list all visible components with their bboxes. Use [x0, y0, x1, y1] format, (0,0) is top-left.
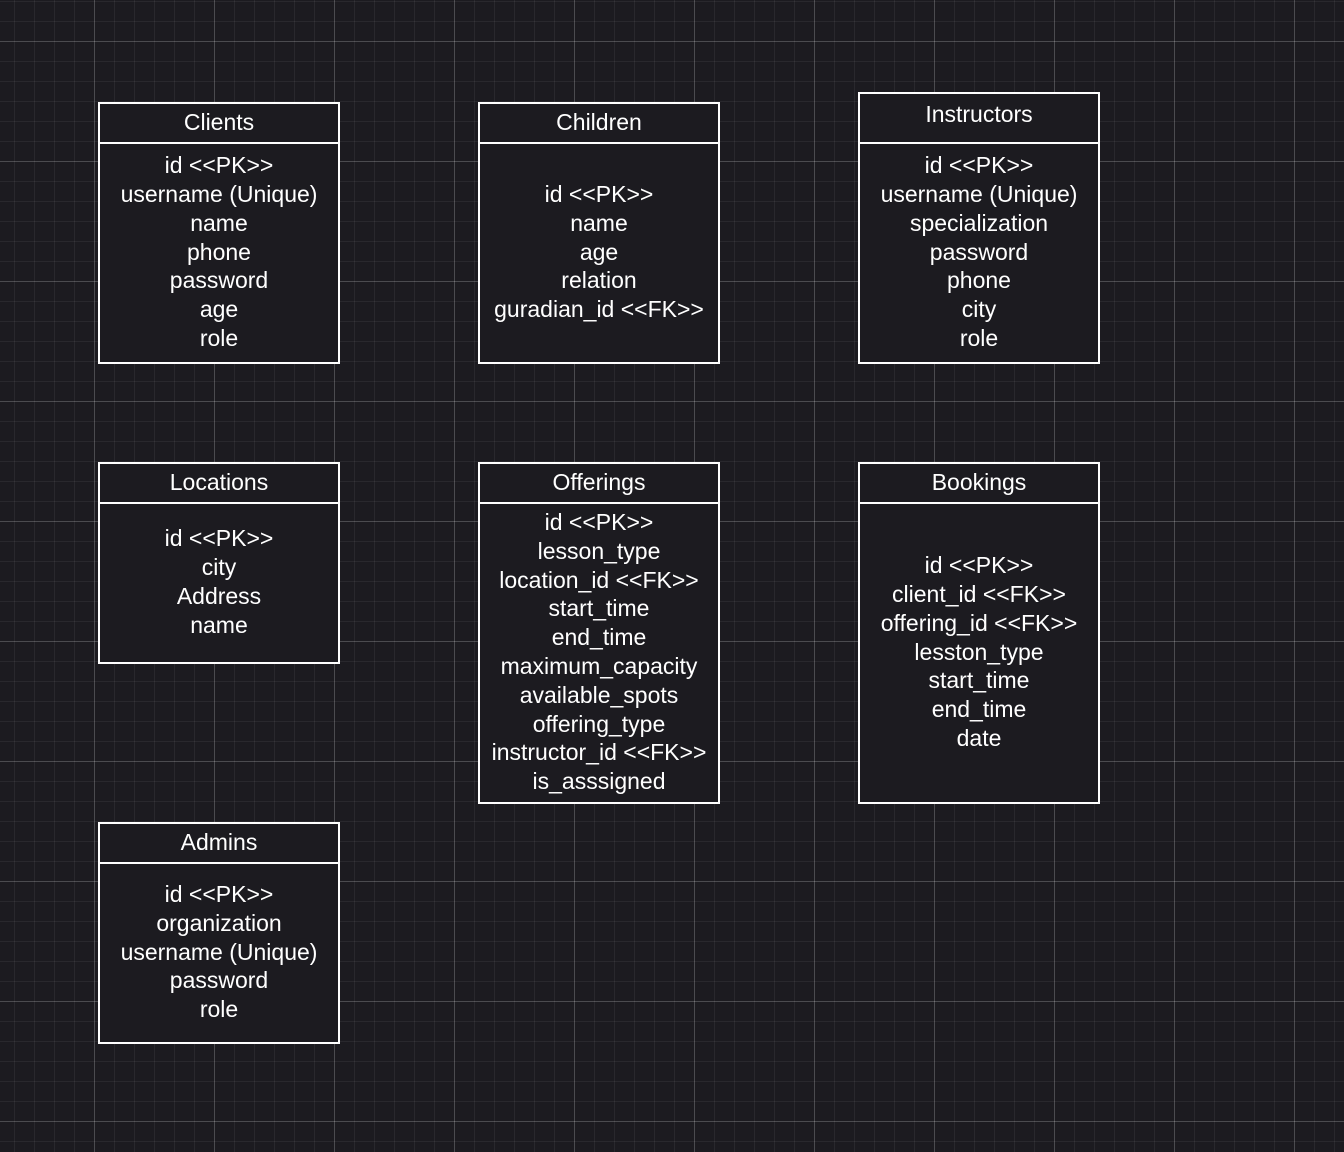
field-row: location_id <<FK>> — [499, 566, 699, 593]
field-row: date — [956, 724, 1002, 751]
field-row: start_time — [928, 667, 1030, 694]
entity-fields: id <<PK>> lesson_type location_id <<FK>>… — [480, 504, 718, 802]
field-row: phone — [187, 238, 251, 265]
field-row: age — [199, 296, 239, 323]
field-row: end_time — [551, 624, 647, 651]
field-row: end_time — [931, 696, 1027, 723]
field-row: organization — [156, 909, 282, 936]
entity-title: Clients — [100, 104, 338, 144]
field-row: instructor_id <<FK>> — [491, 739, 707, 766]
field-row: client_id <<FK>> — [892, 581, 1066, 607]
field-row: available_spots — [519, 681, 679, 708]
field-row: Address — [176, 583, 262, 609]
field-row: offering_type — [532, 710, 666, 737]
field-row: start_time — [548, 595, 650, 622]
field-row: role — [199, 996, 239, 1023]
field-row: offering_id <<FK>> — [880, 609, 1078, 636]
entity-fields: id <<PK>> name age relation guradian_id … — [480, 144, 718, 362]
field-row: name — [570, 209, 628, 236]
entity-instructors[interactable]: Instructors id <<PK>> username (Unique) … — [858, 92, 1100, 364]
field-row: role — [199, 324, 239, 351]
field-row: password — [929, 238, 1029, 265]
field-row: username (Unique) — [120, 938, 318, 965]
entity-children[interactable]: Children id <<PK>> name age relation gur… — [478, 102, 720, 364]
field-row: id <<PK>> — [164, 152, 274, 179]
entity-admins[interactable]: Admins id <<PK>> organization username (… — [98, 822, 340, 1044]
entity-bookings[interactable]: Bookings id <<PK>> client_id <<FK>> offe… — [858, 462, 1100, 804]
field-row: guradian_id <<FK>> — [494, 296, 704, 323]
field-row: relation — [561, 267, 637, 294]
field-row: name — [190, 209, 248, 236]
field-row: id <<PK>> — [544, 509, 654, 536]
entity-title: Admins — [100, 824, 338, 864]
field-row: id <<PK>> — [544, 181, 654, 207]
field-row: password — [169, 267, 269, 294]
entity-title: Bookings — [860, 464, 1098, 504]
entity-title: Locations — [100, 464, 338, 504]
entity-locations[interactable]: Locations id <<PK>> city Address name — [98, 462, 340, 664]
field-row: is_asssigned — [532, 768, 666, 795]
field-row: username (Unique) — [880, 181, 1078, 207]
entity-offerings[interactable]: Offerings id <<PK>> lesson_type location… — [478, 462, 720, 804]
entity-clients[interactable]: Clients id <<PK>> username (Unique) name… — [98, 102, 340, 364]
entity-fields: id <<PK>> username (Unique) name phone p… — [100, 144, 338, 362]
entity-fields: id <<PK>> city Address name — [100, 504, 338, 662]
entity-title: Instructors — [860, 94, 1098, 144]
field-row: lesston_type — [914, 638, 1044, 665]
field-row: password — [169, 967, 269, 994]
field-row: id <<PK>> — [924, 152, 1034, 179]
field-row: phone — [947, 267, 1011, 294]
field-row: maximum_capacity — [500, 653, 698, 679]
entity-title: Children — [480, 104, 718, 144]
field-row: city — [201, 554, 237, 581]
entity-fields: id <<PK>> client_id <<FK>> offering_id <… — [860, 504, 1098, 802]
entity-fields: id <<PK>> organization username (Unique)… — [100, 864, 338, 1042]
field-row: id <<PK>> — [924, 552, 1034, 579]
field-row: specialization — [909, 209, 1049, 236]
field-row: role — [959, 324, 999, 351]
field-row: age — [579, 238, 619, 265]
entity-title: Offerings — [480, 464, 718, 504]
field-row: username (Unique) — [120, 181, 318, 207]
field-row: id <<PK>> — [164, 881, 274, 907]
entity-fields: id <<PK>> username (Unique) specializati… — [860, 144, 1098, 362]
field-row: city — [961, 296, 997, 323]
field-row: lesson_type — [537, 537, 661, 564]
field-row: id <<PK>> — [164, 525, 274, 552]
field-row: name — [190, 611, 248, 638]
